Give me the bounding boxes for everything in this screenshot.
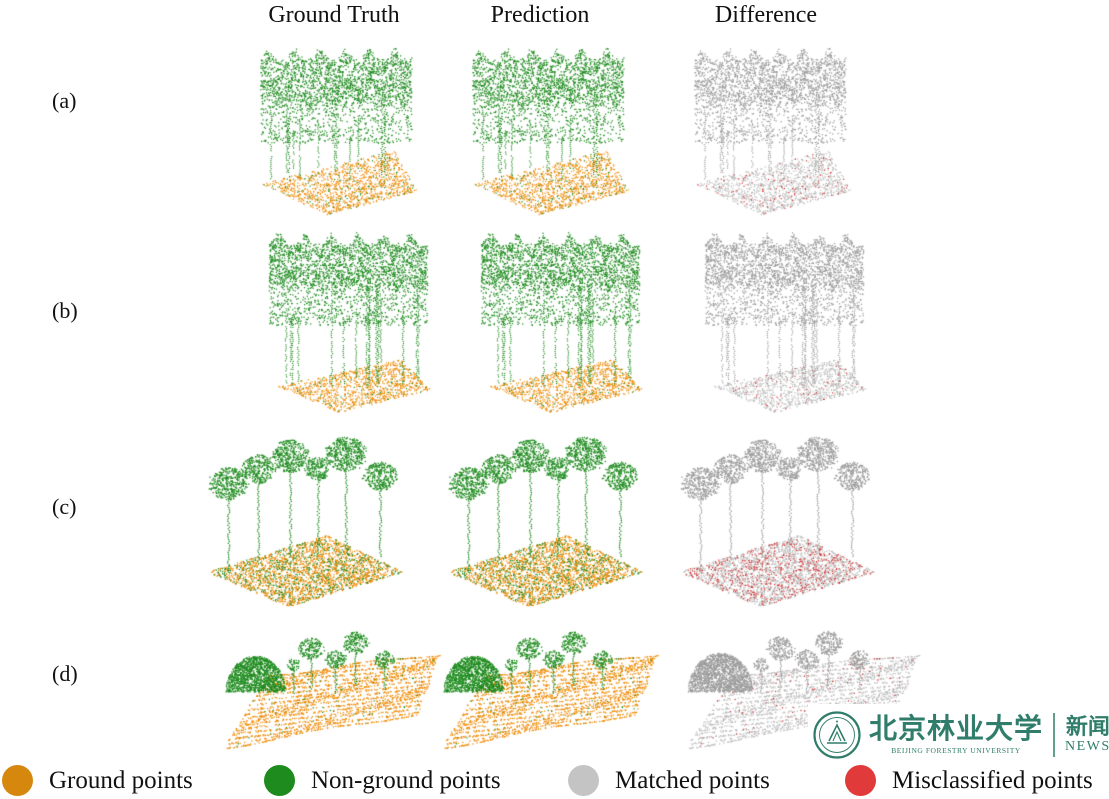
pointcloud-a-difference — [680, 36, 856, 220]
logo-news-en: NEWS — [1065, 739, 1109, 755]
university-seal-icon — [813, 711, 861, 759]
row-label-d: (d) — [52, 661, 78, 686]
row-label-a: (a) — [52, 88, 77, 113]
legend-dot-non-ground-points — [264, 765, 295, 796]
pointcloud-a-ground-truth — [246, 36, 422, 220]
legend-label-ground-points: Ground points — [49, 766, 193, 794]
legend-item-ground-points: Ground points — [2, 764, 193, 797]
pointcloud-b-ground-truth — [258, 226, 436, 416]
legend-item-non-ground-points: Non-ground points — [264, 764, 501, 797]
pointcloud-b-prediction — [470, 226, 648, 416]
pointcloud-a-prediction — [458, 36, 634, 220]
column-header-difference: Difference — [714, 2, 818, 28]
column-header-ground-truth: Ground Truth — [268, 2, 400, 28]
pointcloud-d-prediction — [440, 618, 662, 754]
university-logo: 北京林业大学 BEIJING FORESTRY UNIVERSITY 新闻 NE… — [808, 704, 1109, 766]
column-header-prediction: Prediction — [490, 2, 590, 28]
legend-item-misclassified-points: Misclassified points — [845, 764, 1093, 797]
pointcloud-d-ground-truth — [222, 618, 444, 754]
legend-label-matched-points: Matched points — [615, 766, 770, 794]
legend-dot-misclassified-points — [845, 765, 876, 796]
logo-university-name-zh: 北京林业大学 — [869, 713, 1044, 745]
legend-item-matched-points: Matched points — [568, 764, 770, 797]
legend-label-non-ground-points: Non-ground points — [311, 766, 501, 794]
logo-news-zh: 新闻 — [1065, 713, 1109, 739]
row-label-c: (c) — [52, 494, 77, 519]
pointcloud-c-prediction — [438, 428, 652, 612]
logo-divider — [1053, 713, 1056, 757]
legend-dot-matched-points — [568, 765, 599, 796]
legend-dot-ground-points — [2, 765, 33, 796]
legend-label-misclassified-points: Misclassified points — [892, 766, 1093, 794]
pointcloud-c-difference — [670, 428, 884, 612]
pointcloud-c-ground-truth — [198, 428, 412, 612]
row-label-b: (b) — [52, 298, 78, 323]
logo-university-name-en: BEIJING FORESTRY UNIVERSITY — [891, 746, 1021, 756]
pointcloud-b-difference — [694, 226, 872, 416]
